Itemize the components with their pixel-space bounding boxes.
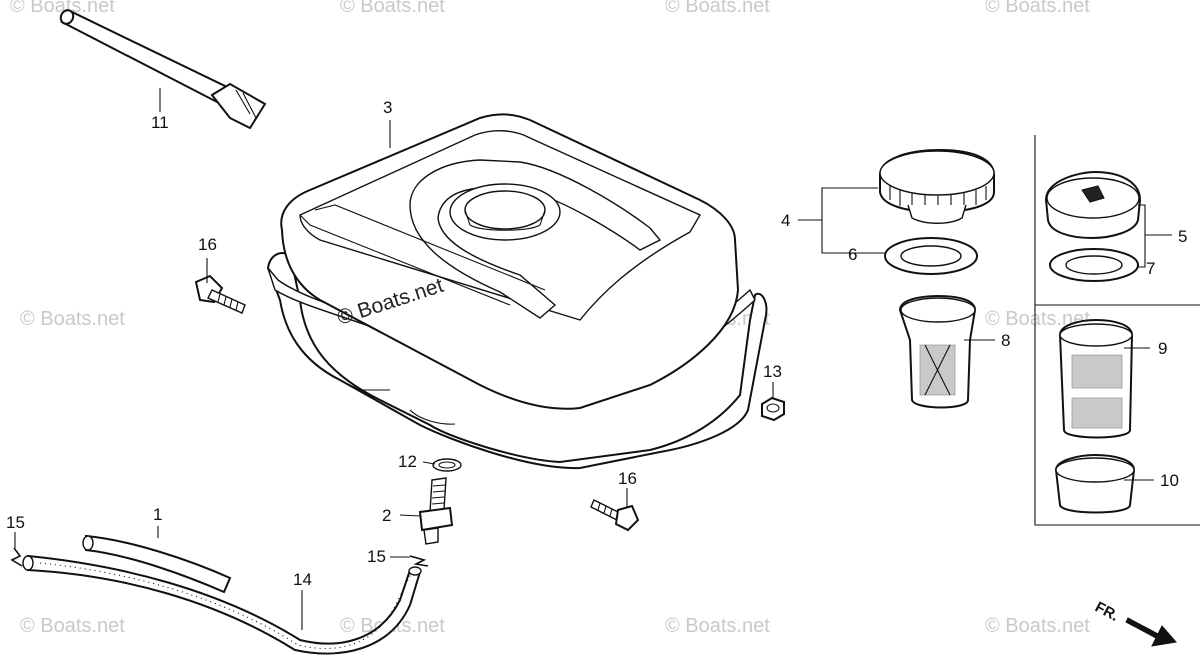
callout-3: 3 (383, 98, 392, 117)
callout-13: 13 (763, 362, 782, 381)
callout-15: 15 (6, 513, 25, 532)
callout-16: 16 (618, 469, 637, 488)
part-10-collar (1054, 453, 1136, 514)
callout-9: 9 (1158, 339, 1167, 358)
watermark: © Boats.net (985, 615, 1090, 637)
callout-15: 15 (367, 547, 386, 566)
callout-1: 1 (153, 505, 162, 524)
callout-7: 7 (1146, 259, 1155, 278)
part-12-washer (432, 458, 462, 472)
direction-label: FR. (1092, 599, 1121, 625)
callout-14: 14 (293, 570, 312, 589)
callout-2: 2 (382, 506, 391, 525)
callout-11: 11 (151, 113, 169, 132)
part-1-short-hose (82, 534, 232, 594)
part-3-fuel-tank (266, 113, 768, 470)
watermark: © Boats.net (665, 0, 770, 17)
callout-8: 8 (1001, 331, 1010, 350)
callout-10: 10 (1160, 471, 1179, 490)
callout-6: 6 (848, 245, 857, 264)
callout-4: 4 (781, 211, 790, 230)
part-11-tube (59, 9, 267, 130)
part-16-bolt-middle (590, 499, 640, 532)
part-5-fuel-cap-alt (1044, 170, 1142, 240)
watermark: © Boats.net (20, 615, 125, 637)
part-15-clip-left (10, 547, 23, 567)
part-6-gasket (884, 237, 978, 275)
part-16-bolt-left (194, 274, 246, 314)
part-4-fuel-cap (879, 148, 995, 224)
part-9-filter-alt (1058, 318, 1134, 439)
callout-16: 16 (198, 235, 217, 254)
front-arrow-icon (1125, 617, 1177, 647)
leader-lines (14, 88, 1172, 630)
callout-12: 12 (398, 452, 417, 471)
part-13-nut (761, 396, 785, 422)
watermark: © Boats.net (10, 0, 115, 17)
watermark: © Boats.net (340, 0, 445, 17)
watermark: © Boats.net (665, 615, 770, 637)
part-15-clip-valve (409, 555, 429, 567)
watermark: © Boats.net (20, 308, 125, 330)
part-14-fuel-line (22, 554, 422, 655)
watermark: © Boats.net (985, 0, 1090, 17)
part-7-gasket-alt (1049, 248, 1139, 282)
watermark: © Boats.net (985, 308, 1090, 330)
front-direction-indicator: FR. (1092, 599, 1177, 647)
part-8-strainer (898, 294, 977, 409)
alt-parts-bracket (1034, 135, 1200, 526)
part-2-fuel-valve (418, 477, 454, 545)
callout-labels: 11 3 16 4 6 5 7 8 9 10 13 12 2 15 16 1 1… (6, 98, 1187, 589)
callout-5: 5 (1178, 227, 1187, 246)
